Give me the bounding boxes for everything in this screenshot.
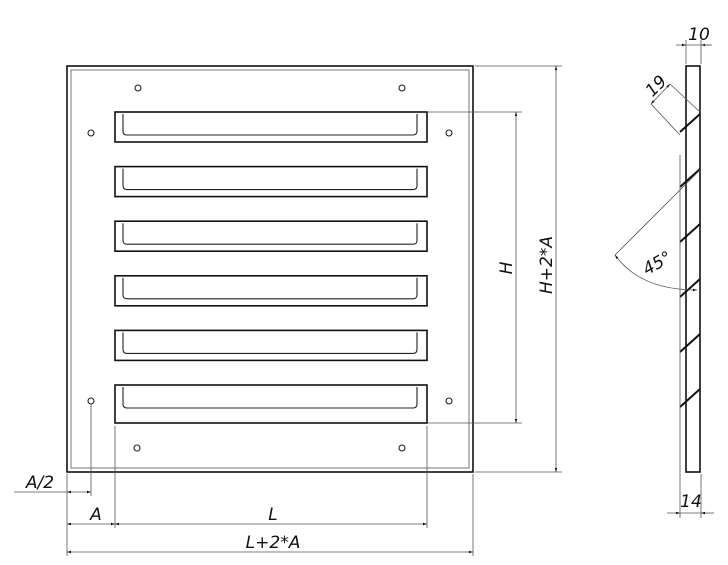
louver-blade [679,113,701,133]
mounting-hole [398,444,406,452]
dimension-total-length: L+2*A [67,474,474,556]
dimension-total-height: H+2*A [475,65,562,473]
mounting-hole [445,397,453,405]
louver-blade [679,388,701,408]
slot [114,111,428,143]
mounting-hole [133,444,141,452]
mounting-holes [87,84,453,452]
slot [114,274,428,307]
louver-blade [679,223,701,243]
louvers [679,113,701,408]
mounting-hole [445,129,453,137]
dimension-h: H [428,111,522,424]
mounting-hole [398,84,406,92]
mounting-hole [87,129,95,137]
mounting-hole [87,397,95,405]
slot [114,220,428,252]
label-margin: A [89,505,102,525]
slots [114,111,428,424]
label-top-width: 10 [688,25,710,45]
louver-blade [679,168,701,188]
louver-blade [679,333,701,353]
slot [114,384,428,424]
side-view: 10 14 19 45° [614,25,714,518]
front-view [66,65,474,473]
label-total-length: L+2*A [246,533,301,553]
frame-outer [66,65,474,473]
louver-blade [679,278,701,298]
dimension-margin-and-length: A L [67,426,428,528]
slot [114,165,428,198]
label-bottom-width: 14 [680,492,702,512]
label-total-height: H+2*A [537,236,557,294]
label-h: H [497,261,517,274]
label-louver-angle: 45° [639,247,675,279]
label-length: L [268,505,277,525]
frame-inner [70,69,470,469]
mounting-hole [134,84,142,92]
dimension-half-margin: A/2 [14,404,92,556]
slot [114,329,428,362]
label-louver-depth: 19 [642,72,671,101]
side-plate [685,65,701,473]
label-half-margin: A/2 [25,473,54,493]
